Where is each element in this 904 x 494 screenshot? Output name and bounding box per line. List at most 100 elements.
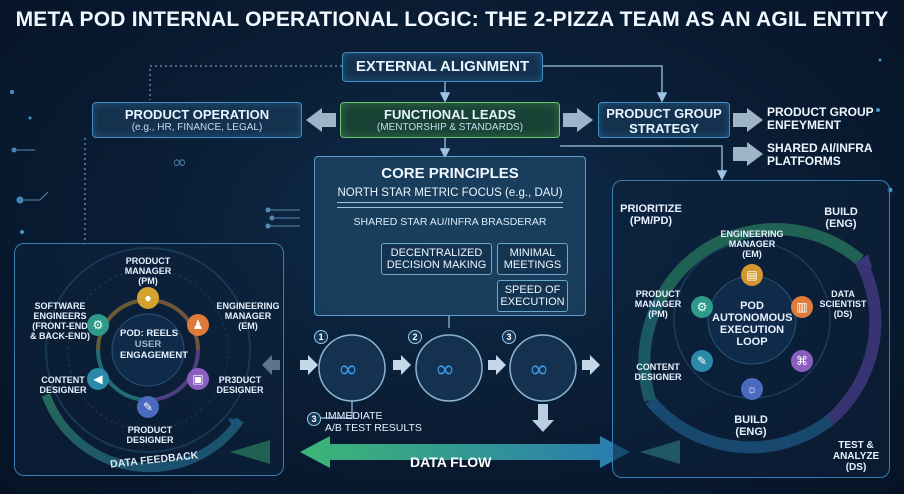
left-se-line2: ENGINEERS [33, 311, 87, 321]
speed-execution-box: SPEED OF EXECUTION [497, 280, 568, 312]
right-gears-icon: ⚙ [691, 296, 713, 318]
functional-leads-title: FUNCTIONAL LEADS [384, 107, 516, 122]
right-ds-line2: SCIENTIST [819, 299, 867, 309]
em-person-icon: ♟ [187, 314, 209, 336]
left-cd-line2: DESIGNER [39, 385, 87, 395]
product-group-line2: STRATEGY [629, 121, 699, 136]
left-pd-line2: DESIGNER [216, 385, 264, 395]
build-top-line1: BUILD [824, 206, 858, 218]
minimal-line1: MINIMAL [509, 247, 556, 259]
product-operation-title: PRODUCT OPERATION [124, 107, 270, 122]
pod-center-line2: USER [134, 339, 162, 350]
step-badge-1: 1 [314, 330, 328, 344]
build-bottom-label: BUILD (ENG) [726, 414, 776, 438]
right-ds-line1: DATA [831, 289, 855, 299]
left-pod-panel [14, 243, 284, 476]
minimal-line2: MEETINGS [503, 259, 562, 271]
product-operation-box: PRODUCT OPERATION (e.g., HR, FINANCE, LE… [92, 102, 302, 138]
shared-star-label: SHARED STAR AU/INFRA BRASDERAR [353, 216, 547, 228]
test-analyze-label: TEST & ANALYZE (DS) [826, 440, 886, 473]
right-em-line2: MANAGER [728, 239, 776, 249]
briefcase-icon: ▤ [741, 264, 763, 286]
decentral-line1: DECENTRALIZED [390, 247, 483, 259]
step-badge-3: 3 [502, 330, 516, 344]
right-em-label: ENGINEERING MANAGER (EM) [716, 229, 788, 259]
shared-line2: PLATFORMS [767, 154, 841, 168]
left-pm-line2: MANAGER [124, 266, 172, 276]
pod-center-line1: POD: REELS [120, 328, 179, 339]
right-em-line3: (EM) [742, 249, 762, 259]
functional-leads-box: FUNCTIONAL LEADS (MENTORSHIP & STANDARDS… [340, 102, 560, 138]
core-principles-panel: CORE PRINCIPLES NORTH STAR METRIC FOCUS … [314, 156, 586, 316]
left-pd-label: PR3DUCT DESIGNER [212, 375, 268, 395]
left-cd-line1: CONTENT [41, 375, 85, 385]
test-line2: ANALYZE [832, 451, 880, 462]
prioritize-line2: (PM/PD) [629, 215, 673, 227]
product-group-strategy-box: PRODUCT GROUP STRATEGY [598, 102, 730, 138]
shared-platforms-label: SHARED AI/INFRA PLATFORMS [767, 142, 873, 168]
page-title: META POD INTERNAL OPERATIONAL LOGIC: THE… [15, 8, 889, 31]
right-center-line4: LOOP [736, 336, 768, 348]
left-pdb-label: PRODUCT DESIGNER [122, 425, 178, 445]
prioritize-label: PRIORITIZE (PM/PD) [620, 203, 682, 227]
right-pm-line2: MANAGER [634, 299, 682, 309]
left-cd-label: CONTENT DESIGNER [36, 375, 90, 395]
north-star-divider [337, 202, 563, 208]
core-principles-title: CORE PRINCIPLES [381, 165, 519, 182]
right-cd-label: CONTENT DESIGNER [630, 362, 686, 382]
build-top-label: BUILD (ENG) [816, 206, 866, 230]
speed-line1: SPEED OF [504, 284, 561, 296]
pod-center-label: POD: REELS USER ENGAGEMENT [120, 328, 188, 361]
left-pm-line1: PRODUCT [125, 256, 171, 266]
meta-logo-icon-1: ∞ [338, 355, 358, 383]
product-group-line1: PRODUCT GROUP [606, 106, 722, 121]
test-line3: (DS) [845, 462, 867, 473]
external-alignment-box: EXTERNAL ALIGNMENT [342, 52, 543, 82]
left-pm-label: PRODUCT MANAGER (PM) [120, 256, 176, 286]
build-bot-line2: (ENG) [735, 426, 767, 438]
left-se-line4: & BACK-END) [30, 331, 90, 341]
decentralized-decision-box: DECENTRALIZED DECISION MAKING [381, 243, 492, 275]
product-group-enfeyment-label: PRODUCT GROUP ENFEYMENT [767, 106, 874, 132]
shared-line1: SHARED AI/INFRA [767, 141, 873, 155]
infinity-icon-faded: ∞ [172, 152, 187, 173]
brush-icon: ✎ [691, 350, 713, 372]
meta-logo-icon-3: ∞ [529, 355, 549, 383]
step-badge-ab: 3 [307, 412, 321, 426]
left-pm-line3: (PM) [138, 276, 158, 286]
ab-test-label: IMMEDIATE A/B TEST RESULTS [325, 410, 422, 434]
product-operation-sub: (e.g., HR, FINANCE, LEGAL) [131, 122, 263, 133]
left-se-line1: SOFTWARE [34, 301, 86, 311]
se-gears-icon: ⚙ [87, 314, 109, 336]
speed-line2: EXECUTION [500, 296, 565, 308]
build-top-line2: (ENG) [825, 218, 857, 230]
bar-chart-icon: ▥ [791, 296, 813, 318]
left-pd-line1: PR3DUCT [218, 375, 262, 385]
ab-line2: A/B TEST RESULTS [325, 422, 422, 434]
left-em-line1: ENGINEERING [216, 301, 280, 311]
pm-person-icon: ● [137, 287, 159, 309]
megaphone-icon: ◀ [87, 368, 109, 390]
right-pod-center-label: POD AUTONOMOUS EXECUTION LOOP [712, 300, 792, 348]
right-cd-line1: CONTENT [636, 362, 680, 372]
left-se-label: SOFTWARE ENGINEERS (FRONT-END & BACK-END… [28, 301, 92, 341]
prioritize-line1: PRIORITIZE [620, 203, 682, 215]
left-pdb-line2: DESIGNER [126, 435, 174, 445]
data-flow-label: DATA FLOW [410, 454, 492, 470]
test-line1: TEST & [838, 440, 874, 451]
right-center-line3: EXECUTION [719, 324, 785, 336]
right-pm-line3: (PM) [648, 309, 668, 319]
right-ds-line3: (DS) [833, 309, 853, 319]
right-pod-panel [612, 180, 890, 478]
ab-line1: IMMEDIATE [325, 410, 383, 422]
code-icon: ⌘ [791, 350, 813, 372]
right-center-line2: AUTONOMOUS [712, 312, 793, 324]
build-bot-line1: BUILD [734, 414, 768, 426]
lightbulb-icon: ☼ [741, 378, 763, 400]
right-em-line1: ENGINEERING [720, 229, 784, 239]
left-pdb-line1: PRODUCT [127, 425, 173, 435]
meta-logo-icon-2: ∞ [435, 355, 455, 383]
right-pm-label: PRODUCT MANAGER (PM) [630, 289, 686, 319]
right-cd-line2: DESIGNER [634, 372, 682, 382]
enfeyment-line2: ENFEYMENT [767, 118, 842, 132]
